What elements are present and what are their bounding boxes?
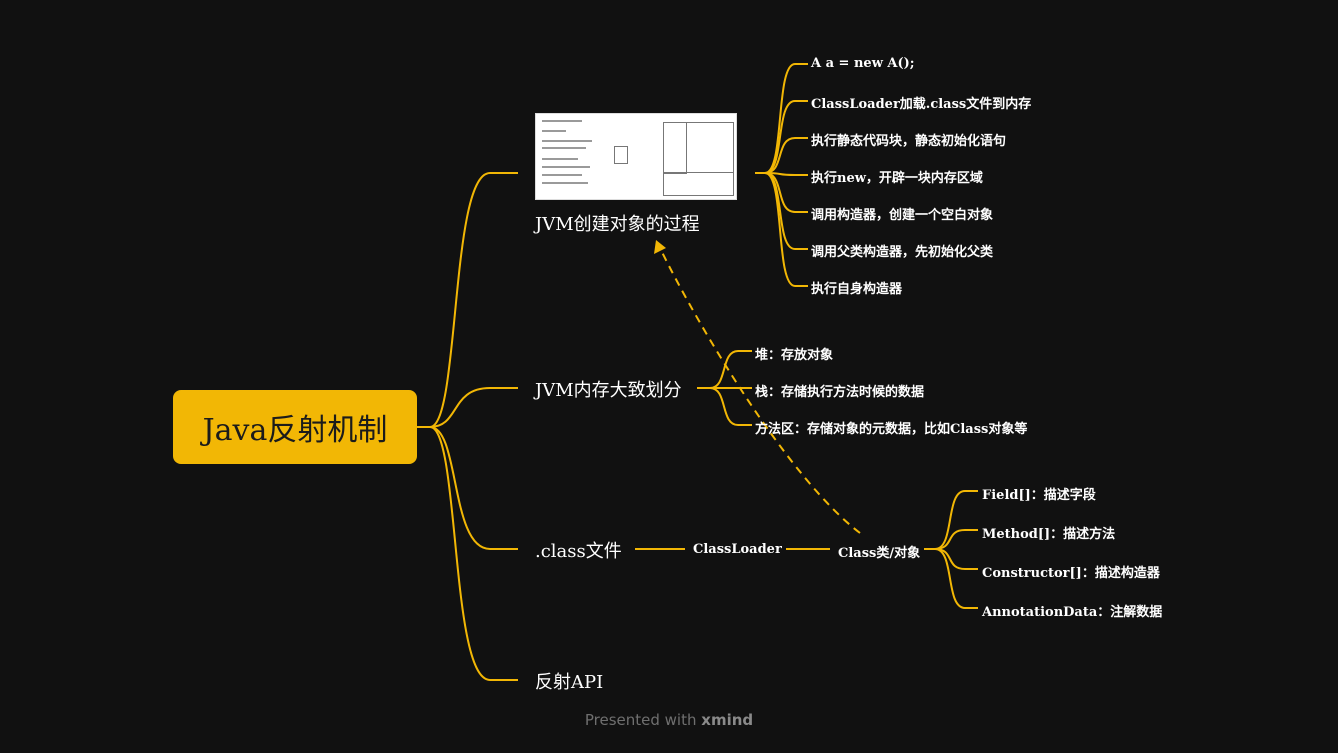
connector-jvm-create-child-6 xyxy=(755,172,808,287)
connector-jvm-create-child-2 xyxy=(755,137,808,174)
connector-jvm-memory-child-0 xyxy=(697,350,752,389)
connector-root-reflection-api xyxy=(417,426,518,681)
subtopic-field-array[interactable]: Field[]：描述字段 xyxy=(982,488,1096,503)
subtopic-call-constructor[interactable]: 调用构造器，创建一个空白对象 xyxy=(811,208,994,223)
subtopic-method-area[interactable]: 方法区：存储对象的元数据，比如Class对象等 xyxy=(755,422,1028,437)
topic-jvm-object-creation[interactable]: JVM创建对象的过程 xyxy=(535,214,700,235)
subtopic-allocate-memory[interactable]: 执行new，开辟一块内存区域 xyxy=(811,171,983,186)
subtopic-annotation-data[interactable]: AnnotationData：注解数据 xyxy=(982,605,1163,620)
subtopic-constructor-array[interactable]: Constructor[]：描述构造器 xyxy=(982,566,1160,581)
connector-jvm-memory-child-2 xyxy=(697,387,752,426)
subtopic-self-constructor[interactable]: 执行自身构造器 xyxy=(811,282,903,297)
footer-prefix: Presented with xyxy=(584,711,697,729)
subtopic-heap[interactable]: 堆：存放对象 xyxy=(755,348,834,363)
footer-attribution: Presented with xmind xyxy=(0,711,1338,729)
subtopic-classloader[interactable]: ClassLoader xyxy=(689,542,786,557)
connector-class-object-child-1 xyxy=(924,529,978,550)
connector-class-object-child-2 xyxy=(924,548,978,570)
xmind-logo: xmind xyxy=(701,711,754,729)
topic-image-thumbnail xyxy=(535,113,737,200)
connector-class-object-child-3 xyxy=(924,548,978,609)
topic-reflection-api[interactable]: 反射API xyxy=(535,672,604,693)
subtopic-class-object[interactable]: Class类/对象 xyxy=(834,542,925,561)
connector-class-object-child-0 xyxy=(924,490,978,550)
topic-class-file[interactable]: .class文件 xyxy=(535,541,622,562)
subtopic-stack[interactable]: 栈：存储执行方法时候的数据 xyxy=(755,385,925,400)
connector-root-class-file xyxy=(417,426,518,550)
subtopic-parent-constructor[interactable]: 调用父类构造器，先初始化父类 xyxy=(811,245,994,260)
connector-root-jvm-memory xyxy=(417,387,518,428)
connector-root-jvm-create xyxy=(417,172,518,428)
connector-jvm-create-child-0 xyxy=(755,63,808,174)
root-topic[interactable]: Java反射机制 xyxy=(173,390,417,464)
topic-jvm-memory-layout[interactable]: JVM内存大致划分 xyxy=(535,380,682,401)
arrowhead-icon xyxy=(654,240,666,254)
root-topic-label: Java反射机制 xyxy=(202,413,388,448)
connector-jvm-create-child-4 xyxy=(755,172,808,213)
relationship-dashed-arrow xyxy=(659,247,861,534)
subtopic-classloader-load[interactable]: ClassLoader加载.class文件到内存 xyxy=(811,97,1032,112)
subtopic-new-instance[interactable]: A a = new A(); xyxy=(811,56,915,71)
subtopic-method-array[interactable]: Method[]：描述方法 xyxy=(982,527,1116,542)
subtopic-static-init[interactable]: 执行静态代码块，静态初始化语句 xyxy=(811,134,1007,149)
